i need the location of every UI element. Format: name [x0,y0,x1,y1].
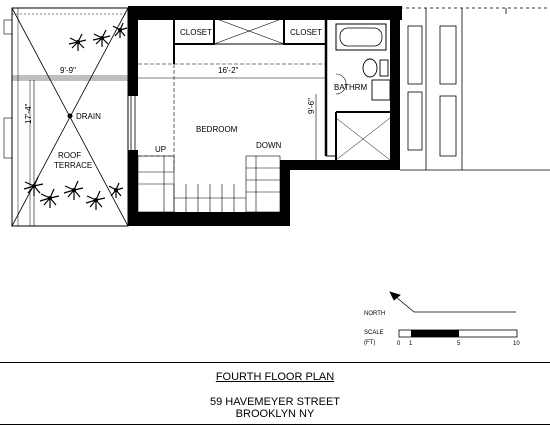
exterior-walls [128,6,402,226]
plant-icon [63,180,84,200]
bathroom-label: BATHRM [334,83,368,92]
terrace-depth-dim: 17'-4" [24,103,33,124]
scale-tick-5: 5 [457,341,461,347]
scale-label: SCALE [364,330,384,336]
roof-terrace-label-1: ROOF [58,151,81,160]
scale-tick-1: 1 [409,341,413,347]
address-block: 59 HAVEMEYER STREET BROOKLYN NY [0,396,550,420]
scale-unit-label: (FT) [364,340,375,346]
title-rule-bottom [0,424,550,425]
stairs [137,155,281,213]
scale-bar [398,329,518,338]
scale-tick-0: 0 [397,341,401,347]
closets [173,17,327,64]
bath-depth-dim: 9'-6" [307,98,316,114]
title-rule-top [0,362,550,363]
north-label: NORTH [364,311,385,317]
plant-icon [85,190,106,210]
scale-tick-10: 10 [513,341,520,347]
dimension-lines [12,77,326,226]
terrace-width-dim: 9'-9" [60,66,76,75]
address-line-1: 59 HAVEMEYER STREET [210,396,340,408]
bedroom-lines [138,63,326,170]
bedroom-width-dim: 16'-2" [218,66,239,75]
bathroom [324,20,391,161]
bedroom-label: BEDROOM [196,125,238,134]
north-arrow-icon [389,291,516,313]
window [130,96,136,150]
stairs-down-label: DOWN [256,141,282,150]
plant-icon [108,182,124,198]
roof-terrace [3,7,129,227]
plant-icon [23,176,44,196]
drain-label: DRAIN [76,112,101,121]
plant-icon [39,188,60,208]
drain-icon [67,113,73,119]
address-line-2: BROOKLYN NY [235,408,315,420]
adjacent-building [400,7,550,171]
closet-left-label: CLOSET [180,28,212,37]
plant-icon [68,33,87,51]
plan-title: FOURTH FLOOR PLAN [215,371,335,383]
roof-terrace-label-2: TERRACE [54,161,92,170]
closet-right-label: CLOSET [290,28,322,37]
plant-icon [112,22,128,38]
stairs-up-label: UP [155,145,166,154]
plant-icon [92,29,111,47]
